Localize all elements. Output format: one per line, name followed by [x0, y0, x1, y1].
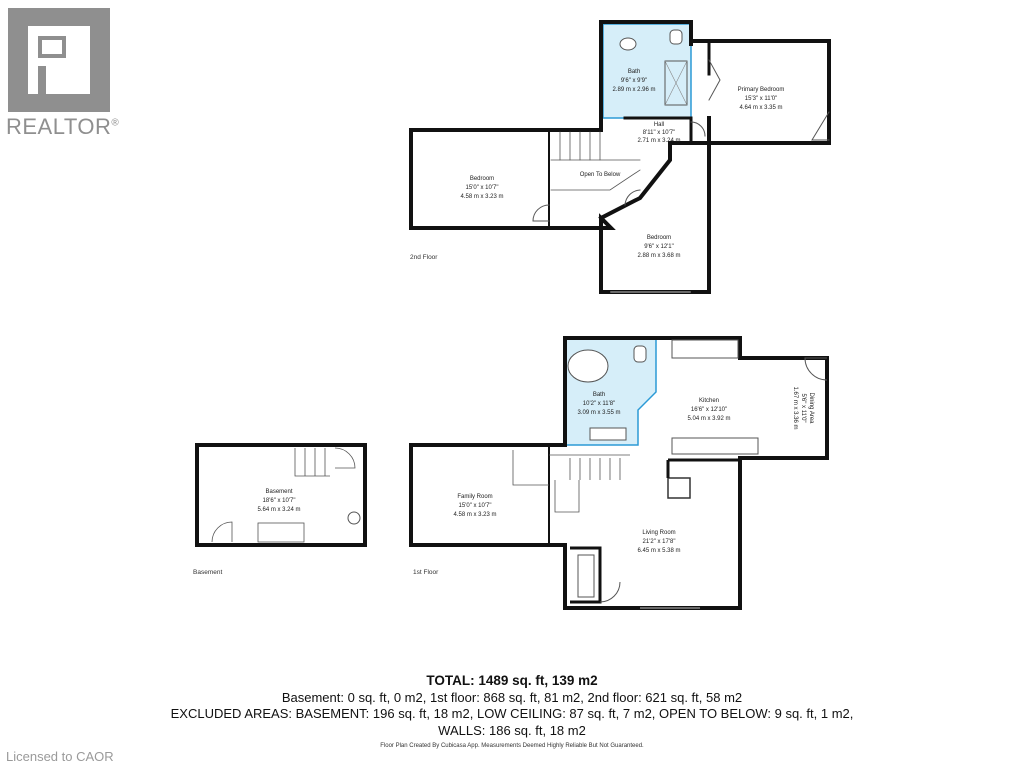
basement-labels: Basement 18'6" x 10'7" 5.64 m x 3.24 m: [257, 489, 300, 513]
svg-text:5.64 m x 3.24 m: 5.64 m x 3.24 m: [257, 507, 300, 513]
first-floor-plan: [409, 336, 829, 610]
svg-text:4.58 m x 3.23 m: 4.58 m x 3.23 m: [453, 512, 496, 518]
svg-text:2.89 m x 2.96 m: 2.89 m x 2.96 m: [612, 87, 655, 93]
svg-text:2.71 m x 3.24 m: 2.71 m x 3.24 m: [637, 138, 680, 144]
svg-text:4.64 m x 3.35 m: 4.64 m x 3.35 m: [739, 105, 782, 111]
room-family-room-name: Family Room: [457, 494, 492, 500]
first-floor-labels: Bath 10'2" x 11'8" 3.09 m x 3.55 m Kitch…: [453, 386, 814, 554]
excluded-areas: EXCLUDED AREAS: BASEMENT: 196 sq. ft, 18…: [170, 706, 854, 721]
footer-disclaimer: Floor Plan Created By Cubicasa App. Meas…: [380, 743, 644, 749]
realtor-logo-text: REALTOR®: [6, 114, 120, 139]
svg-text:10'2" x 11'8": 10'2" x 11'8": [583, 401, 615, 407]
svg-text:1.67 m x 3.36 m: 1.67 m x 3.36 m: [792, 386, 798, 429]
svg-text:8'11" x 10'7": 8'11" x 10'7": [643, 130, 675, 136]
svg-text:16'6" x 12'10": 16'6" x 12'10": [691, 407, 727, 413]
total-area: TOTAL: 1489 sq. ft, 139 m2: [426, 673, 598, 688]
svg-text:18'6" x 10'7": 18'6" x 10'7": [263, 498, 296, 504]
floor-label-1st: 1st Floor: [413, 569, 439, 576]
walls-area: WALLS: 186 sq. ft, 18 m2: [438, 722, 586, 738]
basement-plan: [195, 443, 367, 547]
area-summary: TOTAL: 1489 sq. ft, 139 m2 Basement: 0 s…: [0, 673, 1024, 739]
floor-label-basement: Basement: [193, 569, 223, 576]
svg-text:4.58 m x 3.23 m: 4.58 m x 3.23 m: [460, 194, 503, 200]
realtor-logo: [8, 8, 110, 112]
room-dining-area-name: Dining Area: [808, 392, 814, 424]
room-basement-name: Basement: [265, 489, 292, 495]
license-text: Licensed to CAOR: [6, 749, 114, 764]
svg-text:21'2" x 17'8": 21'2" x 17'8": [643, 539, 676, 545]
room-primary-bedroom-name: Primary Bedroom: [738, 87, 785, 93]
room-bath-2f-name: Bath: [628, 69, 640, 75]
svg-text:5'6" x 11'0": 5'6" x 11'0": [800, 393, 806, 422]
svg-text:2.88 m x 3.68 m: 2.88 m x 3.68 m: [637, 253, 680, 259]
svg-text:9'6" x 12'1": 9'6" x 12'1": [644, 244, 674, 250]
floor-areas: Basement: 0 sq. ft, 0 m2, 1st floor: 868…: [281, 689, 743, 705]
svg-text:15'0" x 10'7": 15'0" x 10'7": [459, 503, 492, 509]
room-bedroom-large-name: Bedroom: [470, 176, 494, 182]
svg-text:15'0" x 10'7": 15'0" x 10'7": [466, 185, 499, 191]
second-floor-labels: Bath 9'6" x 9'9" 2.89 m x 2.96 m Primary…: [460, 69, 784, 259]
svg-text:3.09 m x 3.55 m: 3.09 m x 3.55 m: [577, 410, 620, 416]
svg-text:15'3" x 11'0": 15'3" x 11'0": [745, 96, 777, 102]
room-kitchen-name: Kitchen: [699, 398, 719, 404]
room-hall-name: Hall: [654, 122, 664, 128]
second-floor-plan: [409, 20, 831, 294]
floor-label-2nd: 2nd Floor: [410, 254, 438, 261]
room-bedroom-small-name: Bedroom: [647, 235, 671, 241]
room-bath-1f-name: Bath: [593, 392, 605, 398]
open-to-below-label: Open To Below: [580, 172, 621, 178]
svg-text:6.45 m x 5.38 m: 6.45 m x 5.38 m: [637, 548, 680, 554]
svg-text:5.04 m x 3.92 m: 5.04 m x 3.92 m: [687, 416, 730, 422]
svg-text:9'6" x 9'9": 9'6" x 9'9": [621, 78, 647, 84]
room-living-room-name: Living Room: [642, 530, 675, 536]
